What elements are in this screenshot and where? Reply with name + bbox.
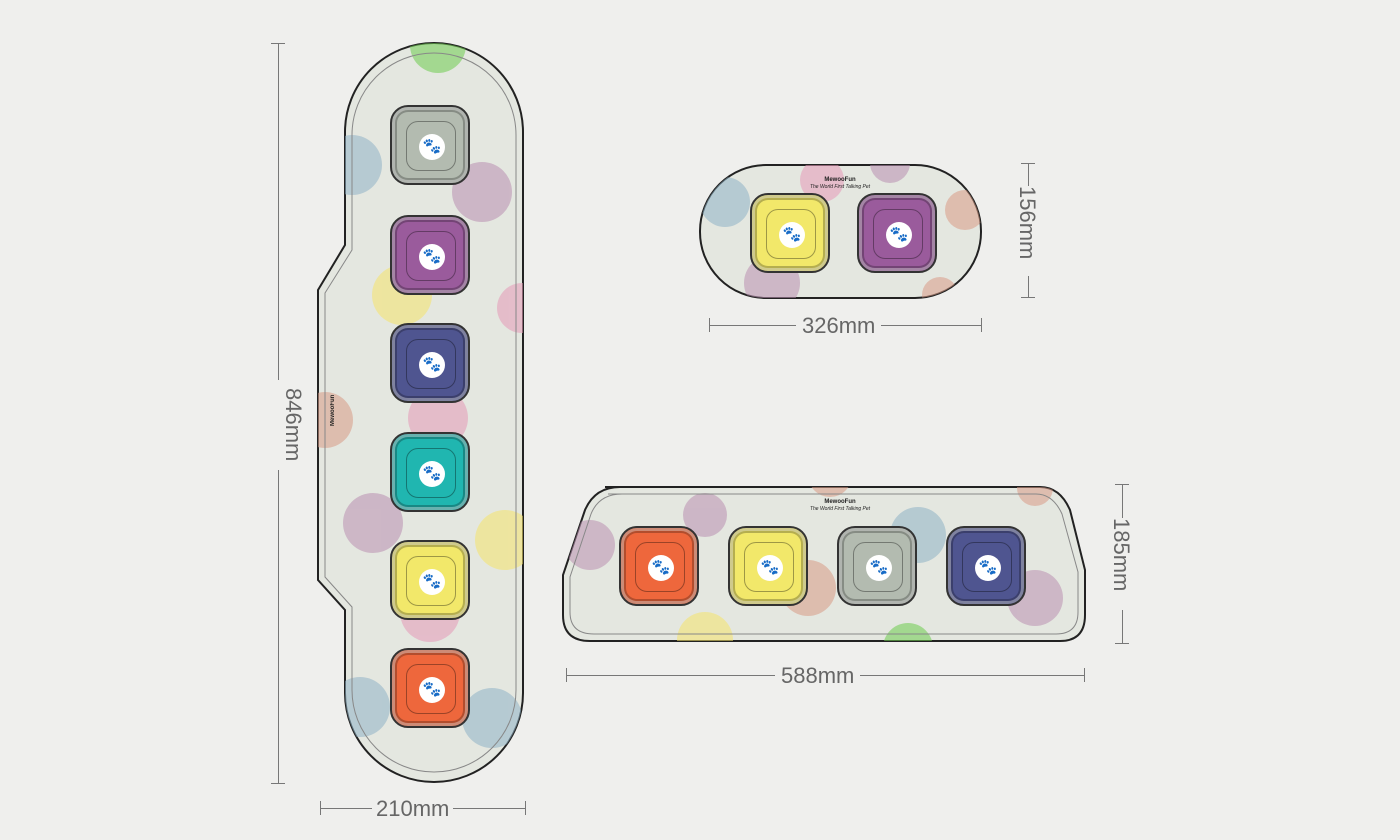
small-pad bbox=[699, 164, 982, 299]
paw-icon: 🐾 bbox=[886, 222, 912, 248]
button-face bbox=[744, 542, 794, 592]
button-face bbox=[406, 121, 456, 171]
tick bbox=[320, 801, 321, 815]
tick bbox=[709, 318, 710, 332]
tick bbox=[566, 668, 567, 682]
wide-height-label: 185mm bbox=[1108, 518, 1134, 610]
wide-width-label: 588mm bbox=[775, 663, 861, 689]
wide-pad-talk-button[interactable]: 🐾 bbox=[728, 526, 808, 606]
paw-icon: 🐾 bbox=[419, 677, 445, 703]
wide-pad-talk-button[interactable]: 🐾 bbox=[946, 526, 1026, 606]
tick bbox=[525, 801, 526, 815]
button-face bbox=[406, 448, 456, 498]
tick bbox=[1021, 163, 1035, 164]
paw-icon: 🐾 bbox=[419, 134, 445, 160]
small-width-label: 326mm bbox=[796, 313, 882, 339]
button-face bbox=[406, 556, 456, 606]
button-face bbox=[406, 339, 456, 389]
paw-icon: 🐾 bbox=[419, 461, 445, 487]
wide-pad-talk-button[interactable]: 🐾 bbox=[619, 526, 699, 606]
paw-icon: 🐾 bbox=[975, 555, 1001, 581]
button-face bbox=[406, 664, 456, 714]
small-pad-talk-button[interactable]: 🐾 bbox=[857, 193, 937, 273]
tall-pad-talk-button[interactable]: 🐾 bbox=[390, 648, 470, 728]
button-face bbox=[406, 231, 456, 281]
tall-height-label: 846mm bbox=[250, 380, 306, 470]
tall-pad-talk-button[interactable]: 🐾 bbox=[390, 105, 470, 185]
button-face bbox=[873, 209, 923, 259]
paw-icon: 🐾 bbox=[648, 555, 674, 581]
tall-pad-talk-button[interactable]: 🐾 bbox=[390, 432, 470, 512]
paw-icon: 🐾 bbox=[866, 555, 892, 581]
paw-icon: 🐾 bbox=[779, 222, 805, 248]
small-pad-talk-button[interactable]: 🐾 bbox=[750, 193, 830, 273]
button-face bbox=[635, 542, 685, 592]
button-face bbox=[853, 542, 903, 592]
wide-pad-talk-button[interactable]: 🐾 bbox=[837, 526, 917, 606]
small-height-label: 156mm bbox=[1014, 186, 1040, 276]
button-face bbox=[962, 542, 1012, 592]
paw-icon: 🐾 bbox=[757, 555, 783, 581]
tall-pad-brand: MewooFun bbox=[330, 394, 336, 426]
tall-pad-talk-button[interactable]: 🐾 bbox=[390, 323, 470, 403]
paw-icon: 🐾 bbox=[419, 569, 445, 595]
tick bbox=[271, 43, 285, 44]
tall-pad-talk-button[interactable]: 🐾 bbox=[390, 540, 470, 620]
tick bbox=[1021, 297, 1035, 298]
paw-icon: 🐾 bbox=[419, 352, 445, 378]
tick bbox=[1115, 484, 1129, 485]
tick bbox=[1115, 643, 1129, 644]
tall-pad-talk-button[interactable]: 🐾 bbox=[390, 215, 470, 295]
button-face bbox=[766, 209, 816, 259]
tick bbox=[1084, 668, 1085, 682]
paw-icon: 🐾 bbox=[419, 244, 445, 270]
tick bbox=[271, 783, 285, 784]
tall-width-label: 210mm bbox=[372, 796, 454, 822]
tick bbox=[981, 318, 982, 332]
